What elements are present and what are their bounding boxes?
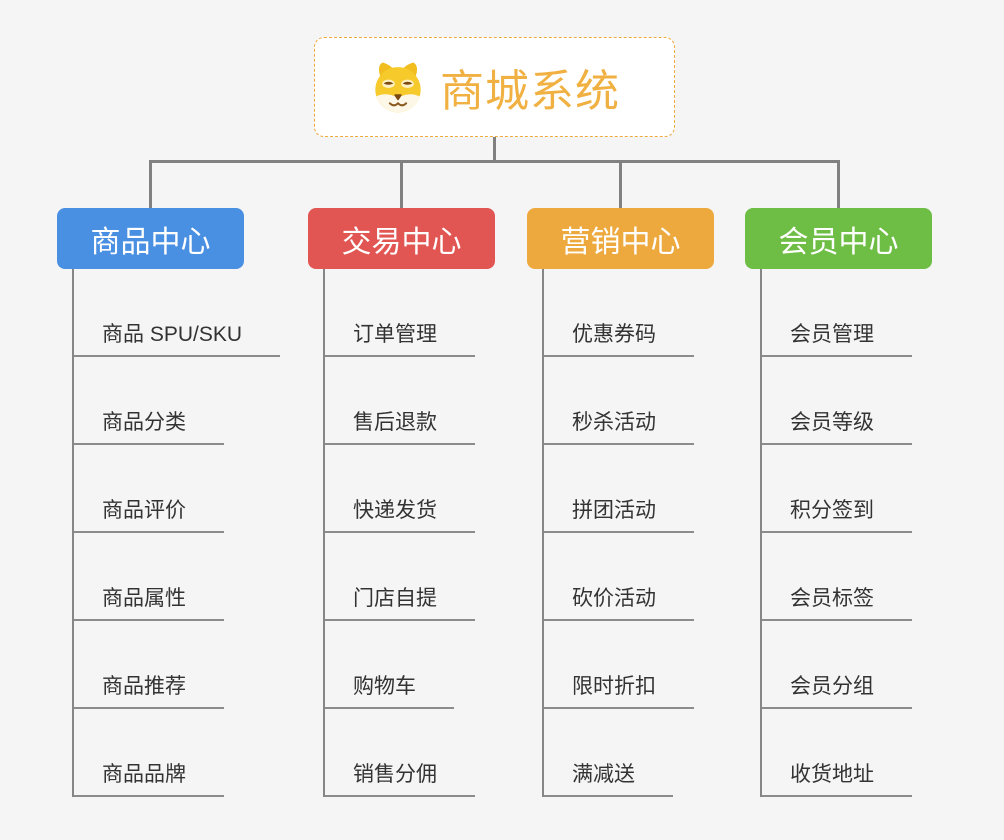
- subtopic[interactable]: 限时折扣: [544, 621, 694, 709]
- subtopic-label: 收货地址: [762, 762, 912, 797]
- subtopic-label: 会员分组: [762, 674, 912, 709]
- subtopic-label: 门店自提: [325, 586, 475, 621]
- branch-topic-member-center[interactable]: 会员中心: [745, 208, 932, 269]
- subtopic-label: 优惠券码: [544, 322, 694, 357]
- branch-topic-product-center[interactable]: 商品中心: [57, 208, 244, 269]
- branch-topic-trade-center[interactable]: 交易中心: [308, 208, 495, 269]
- subtopic[interactable]: 会员管理: [762, 269, 912, 357]
- subtopic-label: 购物车: [325, 674, 454, 709]
- subtopic-label: 商品属性: [74, 586, 224, 621]
- subtopic[interactable]: 会员标签: [762, 533, 912, 621]
- connector-line: [493, 136, 496, 162]
- subtopic[interactable]: 商品分类: [74, 357, 280, 445]
- subtopic-label: 会员标签: [762, 586, 912, 621]
- subtopic[interactable]: 商品品牌: [74, 709, 280, 797]
- subtopic-label: 会员等级: [762, 410, 912, 445]
- connector-line: [149, 160, 840, 163]
- subtopic[interactable]: 商品属性: [74, 533, 280, 621]
- root-topic[interactable]: 商城系统: [314, 37, 675, 137]
- subtopic-label: 会员管理: [762, 322, 912, 357]
- connector-line: [619, 160, 622, 208]
- subtopic-label: 商品推荐: [74, 674, 224, 709]
- connector-line: [400, 160, 403, 208]
- subtopic[interactable]: 优惠券码: [544, 269, 694, 357]
- subtopic[interactable]: 购物车: [325, 621, 475, 709]
- subtopic[interactable]: 快递发货: [325, 445, 475, 533]
- subtopic-label: 满减送: [544, 762, 673, 797]
- subtopic[interactable]: 商品 SPU/SKU: [74, 269, 281, 357]
- branch-topic-marketing-center[interactable]: 营销中心: [527, 208, 714, 269]
- subtopic-label: 售后退款: [325, 410, 475, 445]
- subtopic-label: 销售分佣: [325, 762, 475, 797]
- subtopic[interactable]: 积分签到: [762, 445, 912, 533]
- subtopic[interactable]: 满减送: [544, 709, 694, 797]
- subtopic-label: 砍价活动: [544, 586, 694, 621]
- subtopic[interactable]: 会员分组: [762, 621, 912, 709]
- subtopic-label: 拼团活动: [544, 498, 694, 533]
- branch-children-member-center: 会员管理 会员等级 积分签到 会员标签 会员分组 收货地址: [760, 269, 912, 797]
- subtopic[interactable]: 会员等级: [762, 357, 912, 445]
- connector-line: [837, 160, 840, 208]
- root-topic-label: 商城系统: [440, 67, 620, 116]
- subtopic-label: 秒杀活动: [544, 410, 694, 445]
- subtopic-label: 快递发货: [325, 498, 475, 533]
- subtopic[interactable]: 拼团活动: [544, 445, 694, 533]
- branch-children-trade-center: 订单管理 售后退款 快递发货 门店自提 购物车 销售分佣: [323, 269, 475, 797]
- subtopic[interactable]: 售后退款: [325, 357, 475, 445]
- subtopic[interactable]: 秒杀活动: [544, 357, 694, 445]
- subtopic-label: 限时折扣: [544, 674, 694, 709]
- subtopic[interactable]: 商品评价: [74, 445, 280, 533]
- subtopic[interactable]: 砍价活动: [544, 533, 694, 621]
- subtopic-label: 商品 SPU/SKU: [74, 322, 281, 357]
- subtopic[interactable]: 收货地址: [762, 709, 912, 797]
- subtopic[interactable]: 商品推荐: [74, 621, 280, 709]
- subtopic[interactable]: 订单管理: [325, 269, 475, 357]
- connector-line: [149, 160, 152, 208]
- subtopic-label: 商品品牌: [74, 762, 224, 797]
- branch-children-product-center: 商品 SPU/SKU 商品分类 商品评价 商品属性 商品推荐 商品品牌: [72, 269, 281, 797]
- subtopic-label: 商品评价: [74, 498, 224, 533]
- shiba-dog-icon: [375, 62, 421, 113]
- branch-children-marketing-center: 优惠券码 秒杀活动 拼团活动 砍价活动 限时折扣 满减送: [542, 269, 694, 797]
- subtopic-label: 积分签到: [762, 498, 912, 533]
- subtopic[interactable]: 销售分佣: [325, 709, 475, 797]
- subtopic-label: 商品分类: [74, 410, 224, 445]
- subtopic-label: 订单管理: [325, 322, 475, 357]
- subtopic[interactable]: 门店自提: [325, 533, 475, 621]
